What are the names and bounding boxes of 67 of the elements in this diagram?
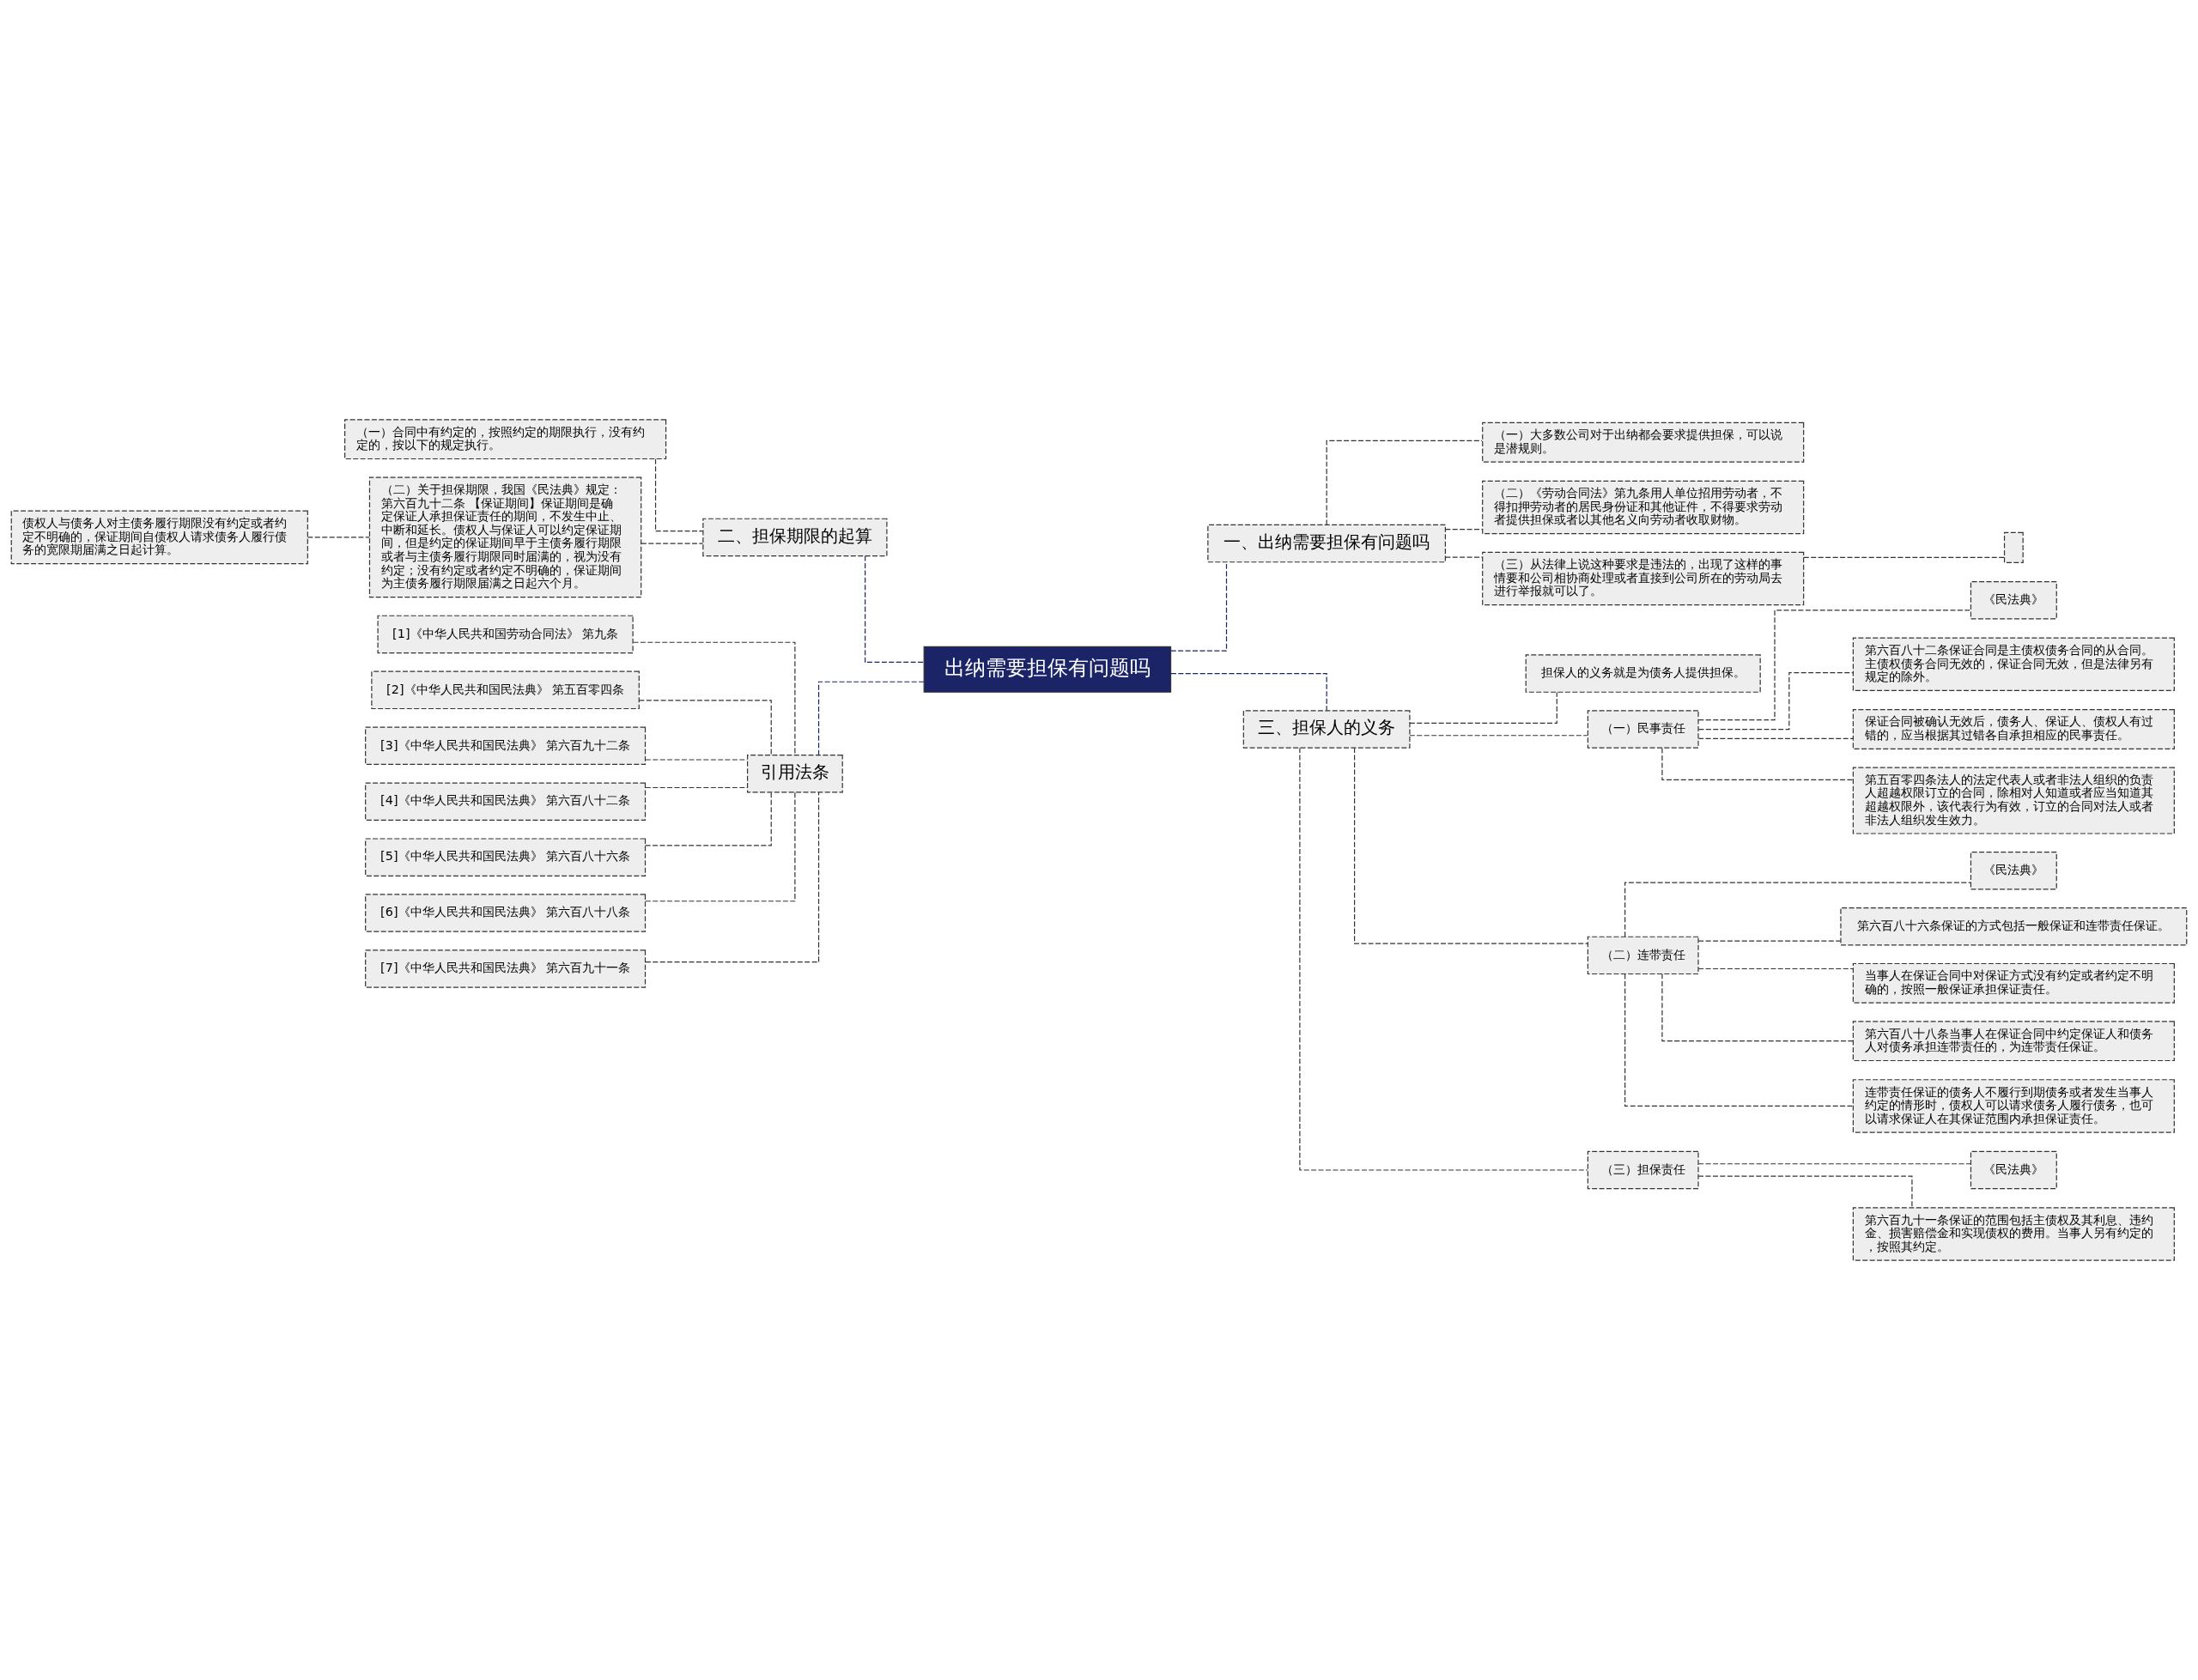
- connector: [654, 458, 704, 532]
- connector: [1661, 973, 1854, 1042]
- connector: [1444, 528, 1484, 531]
- node-box: 当事人在保证合同中对保证方式没有约定或者约定不明确的，按照一般保证承担保证责任。: [1852, 962, 2175, 1004]
- connector: [1697, 610, 1971, 721]
- connector: [1354, 747, 1588, 944]
- connector: [1624, 882, 1971, 937]
- connector: [865, 555, 925, 663]
- node-box: [5]《中华人民共和国民法典》 第六百八十六条: [365, 838, 647, 876]
- connector: [645, 791, 820, 963]
- node-box: 《民法典》: [1970, 581, 2057, 620]
- node-box: 保证合同被确认无效后，债务人、保证人、债权人有过错的，应当根据其过错各自承担相应的民事责任。: [1852, 709, 2175, 749]
- connector: [1170, 673, 1327, 712]
- connector: [645, 759, 748, 761]
- connector: [1697, 672, 1854, 731]
- connector: [1697, 940, 1842, 942]
- node-box: 《民法典》: [1970, 1150, 2057, 1190]
- connector: [641, 543, 704, 544]
- node-box: 连带责任保证的债务人不履行到期债务或者发生当事人约定的情形时，债权人可以请求债务人履行债务，也可以请求保证人在其保证范围内承担保证责任。: [1852, 1079, 2175, 1133]
- connector: [645, 786, 748, 789]
- connector: [1326, 440, 1483, 525]
- node-box: （三）从法律上说这种要求是违法的，出现了这样的事情要和公司相协商处理或者直接到公司所在的劳动局去进行举报就可以了。: [1482, 551, 1805, 606]
- connector: [632, 641, 796, 755]
- node-box: [2]《中华人民共和国民法典》 第五百零四条: [371, 670, 640, 710]
- connector: [1170, 561, 1228, 652]
- connector: [1697, 1163, 1972, 1165]
- connector: [1697, 967, 1854, 970]
- node-box: 第六百八十二条保证合同是主债权债务合同的从合同。主债权债务合同无效的，保证合同无效，但是法律另有规定的除外。: [1852, 637, 2175, 692]
- connector: [645, 791, 772, 846]
- node-box: （二）《劳动合同法》第九条用人单位招用劳动者，不得扣押劳动者的居民身份证和其他证件，不得要求劳动者提供担保或者以其他名义向劳动者收取财物。: [1482, 480, 1805, 535]
- node-box: 第六百九十一条保证的范围包括主债权及其利息、违约金、损害赔偿金和实现债权的费用。当事人另有约定的，按照其约定。: [1852, 1207, 2175, 1261]
- connector: [1299, 747, 1588, 1171]
- node-box: （三）担保责任: [1587, 1150, 1699, 1190]
- node-box: 担保人的义务就是为债务人提供担保。: [1525, 654, 1761, 693]
- connector: [1409, 735, 1588, 737]
- node-box: 债权人与债务人对主债务履行期限没有约定或者约定不明确的，保证期间自债权人请求债务人履行债务的宽限期届满之日起计算。: [10, 510, 308, 565]
- connector: [1444, 556, 1484, 558]
- connector: [1624, 973, 1854, 1107]
- node-box: 二、担保期限的起算: [702, 518, 888, 557]
- node-box: [6]《中华人民共和国民法典》 第六百八十八条: [365, 894, 647, 932]
- node-box: [1]《中华人民共和国劳动合同法》 第九条: [377, 615, 634, 654]
- connector: [1697, 737, 1854, 739]
- node-box: [3]《中华人民共和国民法典》 第六百九十二条: [365, 726, 647, 765]
- node-box: 第六百八十六条保证的方式包括一般保证和连带责任保证。: [1840, 907, 2188, 946]
- connector: [1803, 556, 2005, 558]
- connector: [1697, 1175, 1913, 1209]
- node-box: [4]《中华人民共和国民法典》 第六百八十二条: [365, 782, 647, 821]
- connector: [817, 681, 925, 756]
- node-box: 一、出纳需要担保有问题吗: [1207, 524, 1446, 563]
- node-box: （一）合同中有约定的，按照约定的期限执行，没有约定的，按以下的规定执行。: [344, 419, 667, 460]
- node-box: [2003, 531, 2024, 563]
- node-box: [7]《中华人民共和国民法典》 第六百九十一条: [365, 949, 647, 988]
- connector: [645, 791, 796, 902]
- node-box: （二）关于担保期限，我国《民法典》规定：第六百九十二条 【保证期间】保证期间是确定保证人承担保证责任的期间，不发生中止、中断和延长。债权人与保证人可以约定保证期间，但是约定的保证期间早于主债务履行期限或者与主债务履行期限同时届满的，视为没有约定；没有约定或者约定不明确的，保证期间为主债务履行期限届满之日起六个月。: [368, 476, 642, 598]
- node-box: 第六百八十八条当事人在保证合同中约定保证人和债务人对债务承担连带责任的，为连带责任保证。: [1852, 1021, 2175, 1062]
- connector: [638, 700, 772, 755]
- node-box: 出纳需要担保有问题吗: [923, 646, 1172, 693]
- connector: [1409, 691, 1557, 724]
- node-box: 引用法条: [746, 755, 843, 793]
- connector: [307, 537, 370, 538]
- node-box: （二）连带责任: [1587, 936, 1699, 975]
- node-box: （一）民事责任: [1587, 710, 1699, 749]
- node-box: 《民法典》: [1970, 852, 2057, 890]
- connector: [1661, 747, 1854, 781]
- node-box: 三、担保人的义务: [1242, 710, 1411, 749]
- node-box: 第五百零四条法人的法定代表人或者非法人组织的负责人超越权限订立的合同，除相对人知道或者应当知道其超越权限外，该代表行为有效，订立的合同对法人或者非法人组织发生效力。: [1852, 767, 2175, 834]
- node-box: （一）大多数公司对于出纳都会要求提供担保，可以说是潜规则。: [1482, 422, 1805, 463]
